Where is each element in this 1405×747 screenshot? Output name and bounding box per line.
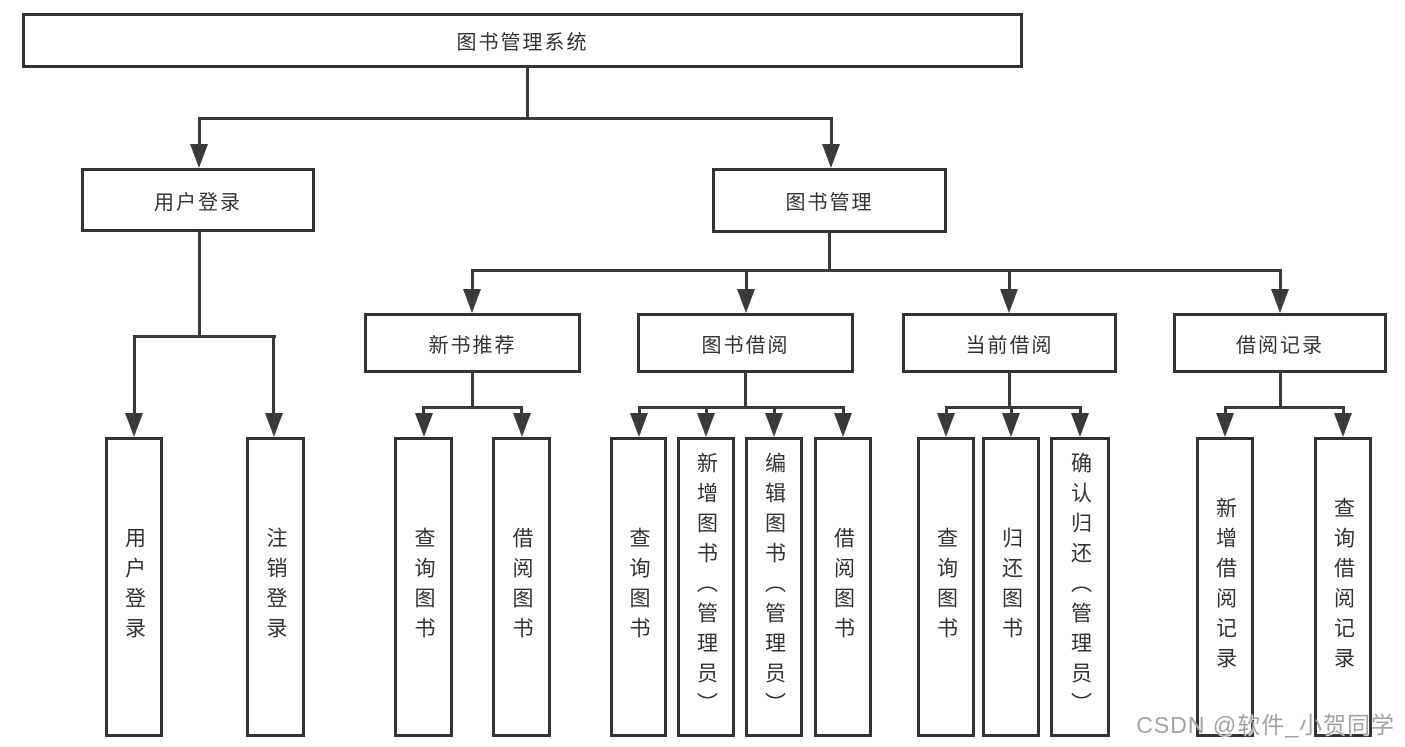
connector-line <box>197 118 201 150</box>
node-label: 新书推荐 <box>428 334 517 357</box>
connector-line <box>1008 371 1011 407</box>
connector-line <box>829 118 833 150</box>
connector-line <box>421 405 523 409</box>
node-user-login: 用户登录 <box>81 168 315 232</box>
connector-line <box>944 405 1082 409</box>
leaf-borrow-books-recommend: 借阅图书 <box>492 437 551 737</box>
arrowhead-down-icon <box>1002 413 1020 437</box>
leaf-query-books-current: 查询图书 <box>917 437 975 737</box>
leaf-add-books-admin: 新增图书（管理员） <box>677 437 735 737</box>
connector-line <box>744 371 747 407</box>
connector-line <box>1278 371 1282 407</box>
connector-line <box>1278 270 1282 292</box>
leaf-logout: 注销登录 <box>246 437 305 737</box>
arrowhead-down-icon <box>125 413 143 437</box>
arrowhead-down-icon <box>834 413 852 437</box>
node-label: 图书管理 <box>785 192 874 214</box>
leaf-confirm-return-admin: 确认归还（管理员） <box>1050 437 1110 737</box>
leaf-label: 新增图书（管理员） <box>694 452 718 722</box>
node-borrowing-records: 借阅记录 <box>1173 313 1387 373</box>
arrowhead-down-icon <box>1271 289 1289 313</box>
connector-line <box>272 336 275 416</box>
connector-line <box>132 334 276 338</box>
leaf-label: 查询借阅记录 <box>1331 497 1355 677</box>
node-label: 用户登录 <box>154 191 242 214</box>
leaf-label: 注销登录 <box>264 527 288 647</box>
node-label: 图书借阅 <box>701 334 790 357</box>
arrowhead-down-icon <box>1334 413 1352 437</box>
node-label: 图书管理系统 <box>456 32 589 54</box>
leaf-label: 借阅图书 <box>510 527 534 647</box>
leaf-label: 编辑图书（管理员） <box>762 452 786 722</box>
connector-line <box>744 270 748 292</box>
arrowhead-down-icon <box>629 413 648 437</box>
arrowhead-down-icon <box>414 413 433 437</box>
connector-line <box>828 231 831 270</box>
arrowhead-down-icon <box>765 413 783 437</box>
node-new-book-recommendation: 新书推荐 <box>364 313 581 373</box>
arrowhead-down-icon <box>737 289 755 313</box>
arrowhead-down-icon <box>697 413 715 437</box>
arrowhead-down-icon <box>264 413 283 437</box>
node-current-borrowing: 当前借阅 <box>902 313 1117 373</box>
leaf-borrow-books: 借阅图书 <box>814 437 872 737</box>
leaf-query-borrow-record: 查询借阅记录 <box>1314 437 1372 737</box>
arrowhead-down-icon <box>512 413 531 437</box>
connector-line <box>637 405 845 409</box>
arrowhead-down-icon <box>190 144 208 168</box>
leaf-edit-books-admin: 编辑图书（管理员） <box>745 437 803 737</box>
leaf-return-books: 归还图书 <box>982 437 1040 737</box>
leaf-query-books-borrow: 查询图书 <box>610 437 667 737</box>
connector-line <box>1223 405 1345 409</box>
arrowhead-down-icon <box>937 413 955 437</box>
csdn-watermark: CSDN @软件_小贺同学 <box>1136 712 1395 738</box>
leaf-label: 新增借阅记录 <box>1213 497 1237 677</box>
arrowhead-down-icon <box>1000 289 1018 313</box>
connector-line <box>470 270 474 292</box>
leaf-add-borrow-record: 新增借阅记录 <box>1196 437 1254 737</box>
connector-line <box>1007 270 1011 292</box>
leaf-label: 确认归还（管理员） <box>1068 452 1092 722</box>
node-label: 当前借阅 <box>965 334 1054 357</box>
leaf-label: 借阅图书 <box>831 527 855 647</box>
connector-line <box>525 66 529 118</box>
leaf-query-books-recommend: 查询图书 <box>394 437 453 737</box>
node-book-borrowing: 图书借阅 <box>637 313 854 373</box>
leaf-user-login: 用户登录 <box>105 437 163 737</box>
leaf-label: 用户登录 <box>122 527 146 647</box>
leaf-label: 查询图书 <box>934 527 958 647</box>
connector-line <box>470 268 1282 272</box>
connector-line <box>132 336 136 416</box>
node-book-management: 图书管理 <box>712 168 947 233</box>
connector-line <box>197 116 833 120</box>
leaf-label: 归还图书 <box>999 527 1023 647</box>
node-label: 借阅记录 <box>1236 334 1324 357</box>
node-library-management-system: 图书管理系统 <box>22 13 1023 68</box>
leaf-label: 查询图书 <box>627 527 651 647</box>
connector-line <box>471 371 474 407</box>
arrowhead-down-icon <box>1071 413 1089 437</box>
arrowhead-down-icon <box>822 144 840 168</box>
arrowhead-down-icon <box>1216 413 1234 437</box>
connector-line <box>197 230 201 336</box>
arrowhead-down-icon <box>463 289 481 313</box>
leaf-label: 查询图书 <box>412 527 436 647</box>
